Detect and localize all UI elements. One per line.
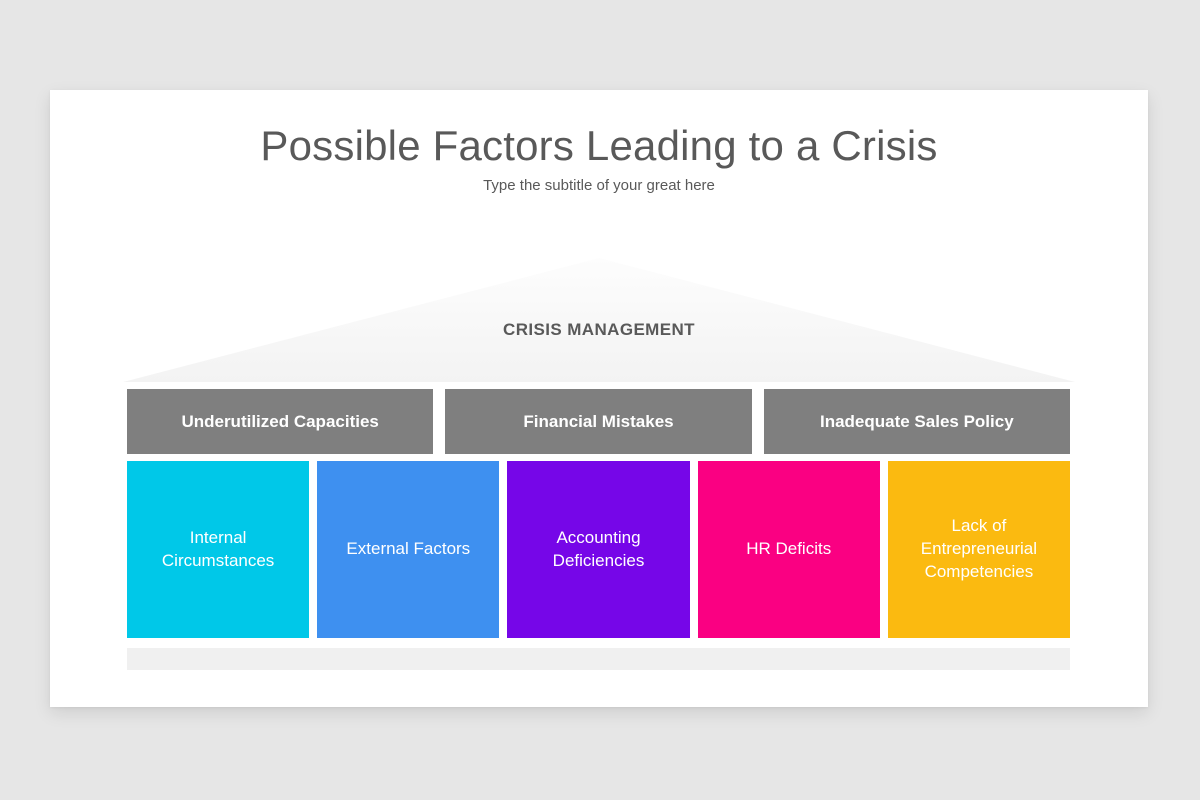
factor-box-lack-of-entrepreneurial-competencies: Lack of Entrepreneurial Competencies (887, 461, 1071, 638)
category-bar-underutilized-capacities: Underutilized Capacities (127, 389, 434, 454)
category-label: Underutilized Capacities (181, 411, 379, 431)
factor-box-hr-deficits: HR Deficits (697, 461, 880, 638)
category-bar-financial-mistakes: Financial Mistakes (445, 389, 752, 454)
factor-row: Internal Circumstances External Factors … (127, 461, 1071, 638)
category-label: Financial Mistakes (523, 411, 674, 431)
category-bar-inadequate-sales-policy: Inadequate Sales Policy (763, 389, 1070, 454)
factor-box-internal-circumstances: Internal Circumstances (127, 461, 310, 638)
roof-triangle: CRISIS MANAGEMENT (123, 258, 1075, 382)
category-row: Underutilized Capacities Financial Mista… (127, 389, 1070, 454)
base-bar (127, 648, 1070, 670)
slide-subtitle: Type the subtitle of your great here (483, 177, 715, 194)
slide-canvas: Possible Factors Leading to a Crisis Typ… (50, 90, 1148, 707)
factor-label: Lack of Entrepreneurial Competencies (920, 516, 1038, 581)
category-label: Inadequate Sales Policy (819, 411, 1014, 431)
factor-label: HR Deficits (746, 539, 832, 559)
slide-title: Possible Factors Leading to a Crisis (260, 122, 938, 169)
factor-label: Internal Circumstances (161, 527, 275, 570)
factor-label: Accounting Deficiencies (552, 527, 645, 570)
factor-label: External Factors (346, 539, 471, 559)
factor-box-accounting-deficiencies: Accounting Deficiencies (507, 461, 690, 638)
factor-box-external-factors: External Factors (317, 461, 500, 638)
roof-label: CRISIS MANAGEMENT (503, 320, 695, 339)
